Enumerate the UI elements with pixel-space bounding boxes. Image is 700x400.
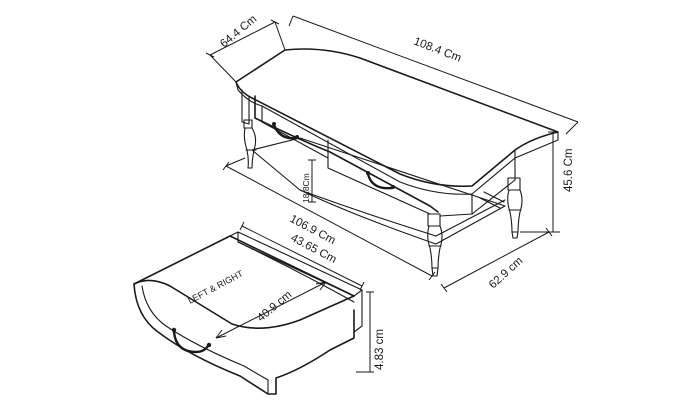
- lower-shelf: [251, 137, 506, 245]
- tabletop-side-edge: [514, 131, 559, 159]
- tabletop-front-edge: [235, 81, 516, 195]
- coffee-table-illustration: [235, 48, 559, 277]
- table-depth-label: 64.4 Cm: [218, 13, 259, 50]
- tabletop-surface: [235, 48, 559, 188]
- table-height-label: 45.6 Cm: [563, 149, 575, 192]
- front-right-leg: [507, 177, 523, 239]
- drawer-handle: [172, 330, 210, 354]
- drawer-depth-label: 40.9 cm: [255, 289, 294, 324]
- table-leg-width-label: 62.9 cm: [487, 255, 525, 291]
- left-drawer-handle: [272, 123, 298, 140]
- front-left-leg: [243, 119, 257, 169]
- drawer-front-panel: [133, 283, 355, 395]
- table-width-label: 108.4 Cm: [412, 36, 463, 65]
- front-apron: [254, 95, 439, 213]
- drawer-illustration: [133, 231, 363, 395]
- shelf-height-label: 18.8Cm: [301, 173, 311, 203]
- back-left-leg: [241, 89, 250, 125]
- front-middle-leg: [427, 213, 443, 277]
- drawer-height-label: 4.83 cm: [374, 329, 386, 370]
- right-drawer-handle: [366, 172, 394, 190]
- drawer-side-label: LEFT & RIGHT: [186, 268, 245, 306]
- drawer-dimension-lines: [239, 221, 374, 373]
- table-dimension-lines: [205, 15, 579, 293]
